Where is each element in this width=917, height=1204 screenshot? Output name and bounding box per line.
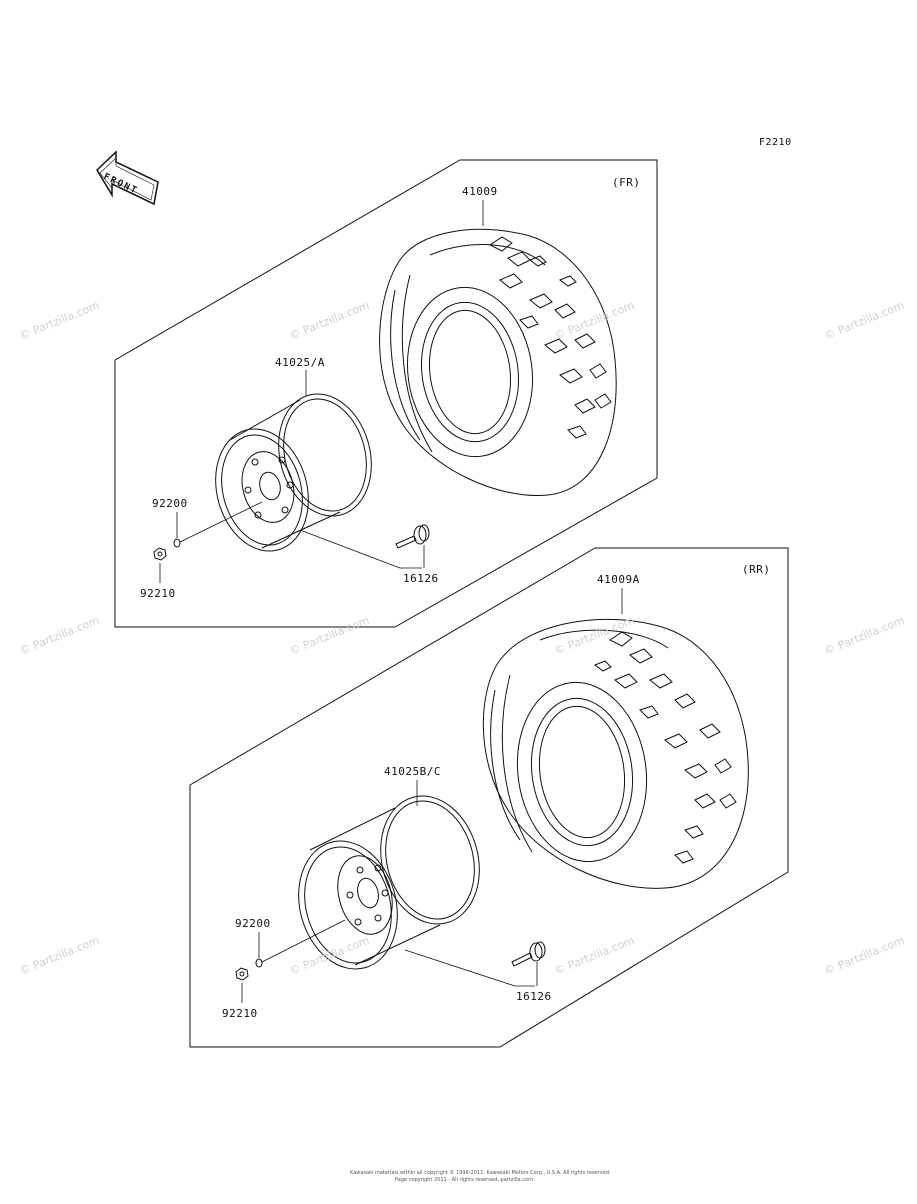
front-arrow-icon <box>96 150 159 206</box>
front-panel-border <box>114 159 658 628</box>
front-leaders <box>159 200 484 583</box>
footer-copyright-page: Page copyright 2011 - All rights reserve… <box>395 1177 533 1183</box>
rear-tag: (RR) <box>742 563 771 576</box>
front-wheel-label: 41025/A <box>275 356 325 369</box>
front-valve <box>395 524 430 549</box>
figure-code: F2210 <box>759 137 792 148</box>
front-wheel-rim <box>215 393 372 552</box>
front-tire <box>379 228 617 497</box>
rear-nut-label: 92210 <box>222 1007 258 1020</box>
rear-wheel-rim <box>298 795 480 970</box>
rear-valve-label: 16126 <box>516 990 552 1003</box>
rear-nut <box>235 967 249 981</box>
rear-valve <box>511 941 546 967</box>
front-washer-label: 92200 <box>152 497 188 510</box>
rear-tire <box>482 618 749 889</box>
front-tire-label: 41009 <box>462 185 498 198</box>
front-nut-label: 92210 <box>140 587 176 600</box>
rear-washer-label: 92200 <box>235 917 271 930</box>
front-nut <box>153 547 167 561</box>
footer-copyright: Kawasaki materials within all copyright … <box>350 1170 611 1176</box>
rear-wheel-label: 41025B/C <box>384 765 441 778</box>
front-tag: (FR) <box>612 176 641 189</box>
rear-leaders <box>241 588 623 1003</box>
front-valve-label: 16126 <box>403 572 439 585</box>
rear-tire-label: 41009A <box>597 573 640 586</box>
rear-washer <box>255 958 263 968</box>
front-washer <box>173 538 181 548</box>
rear-panel-border <box>189 547 789 1048</box>
